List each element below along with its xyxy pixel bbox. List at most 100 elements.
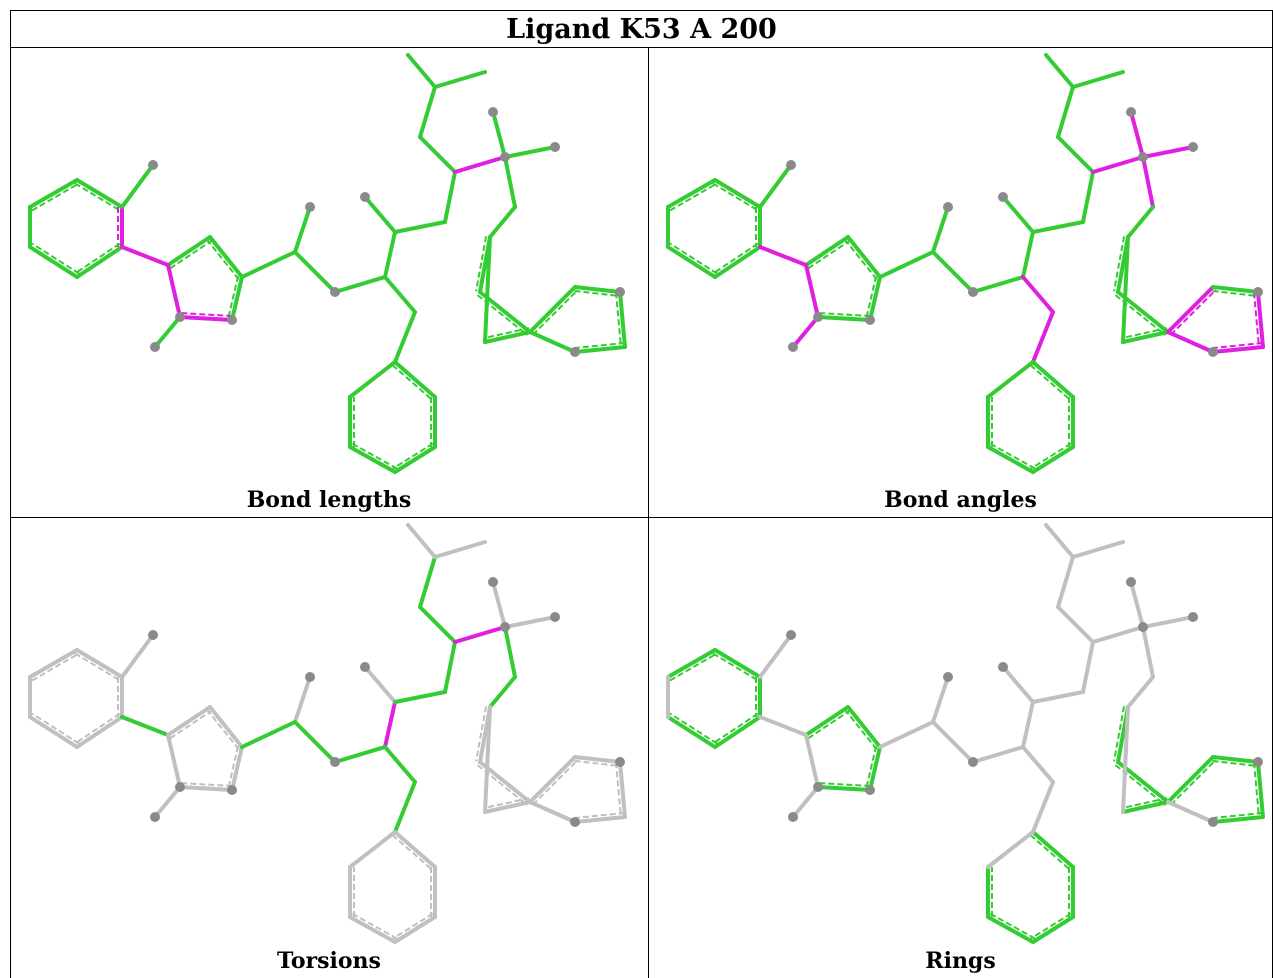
bond-30-32	[433, 540, 487, 559]
bond-14-15	[293, 205, 312, 254]
bond-30-31	[1044, 53, 1075, 89]
bond-41-42	[1256, 290, 1265, 349]
atom-10	[865, 785, 875, 795]
bond-aromatic-39-45	[1121, 327, 1168, 340]
bond-30-32	[433, 70, 487, 89]
bond-28-33	[1091, 155, 1145, 174]
bond-aromatic-42-43	[574, 342, 625, 350]
bond-10-11	[816, 315, 872, 322]
bond-37-45	[1121, 235, 1130, 344]
bond-17-18	[1021, 700, 1035, 749]
caption-rings: Rings	[925, 948, 996, 974]
bond-aromatic-39-40	[1170, 289, 1217, 336]
bond-33-36	[503, 625, 517, 679]
bond-11-12	[791, 315, 820, 349]
bond-4-5	[713, 715, 762, 749]
bond-28-29	[418, 605, 457, 644]
atom-12	[150, 812, 160, 822]
bond-aromatic-40-41	[1212, 289, 1258, 297]
molecule-torsions	[28, 523, 627, 944]
bond-aromatic-21-22	[391, 834, 434, 871]
bond-16-17	[333, 275, 387, 294]
bond-9-10	[230, 275, 244, 322]
bond-aromatic-8-9	[844, 708, 878, 751]
bond-17-20	[1021, 745, 1055, 784]
bond-2-3	[75, 178, 124, 209]
atom-34	[1126, 577, 1136, 587]
bond-29-30	[1056, 555, 1075, 609]
bond-33-34	[491, 580, 507, 629]
bond-aromatic-4-5	[74, 242, 121, 275]
bond-aromatic-24-25	[351, 912, 398, 940]
bond-8-9	[846, 235, 882, 279]
atom-13	[786, 160, 796, 170]
atom-43	[1208, 817, 1218, 827]
bond-aromatic-24-25	[351, 442, 398, 470]
bond-30-31	[406, 53, 437, 89]
bond-18-27	[393, 690, 447, 704]
bond-aromatic-5-6	[31, 242, 80, 275]
bond-20-21	[393, 310, 417, 364]
bond-39-43	[528, 800, 577, 824]
bond-aromatic-23-24	[392, 442, 434, 470]
bond-7-8	[166, 235, 212, 267]
bond-21-26	[348, 360, 397, 399]
atom-41	[1253, 757, 1263, 767]
atom-19	[360, 192, 370, 202]
bond-aromatic-24-25	[989, 912, 1036, 940]
bond-18-19	[363, 665, 397, 704]
bond-1-2	[666, 178, 717, 209]
bond-3-13	[758, 633, 793, 679]
bond-aromatic-41-42	[615, 762, 623, 818]
atom-43	[1208, 347, 1218, 357]
bond-aromatic-9-10	[227, 275, 240, 320]
atom-15	[305, 672, 315, 682]
bond-18-27	[1031, 220, 1085, 234]
bond-aromatic-42-43	[1212, 812, 1263, 820]
atom-19	[998, 662, 1008, 672]
bond-40-41	[1211, 285, 1260, 294]
atom-34	[488, 577, 498, 587]
bond-aromatic-39-45	[483, 797, 530, 810]
bond-10-11	[816, 785, 872, 792]
bond-41-42	[1256, 760, 1265, 819]
bond-aromatic-2-3	[74, 182, 121, 212]
bond-aromatic-40-41	[574, 289, 620, 297]
bond-21-22	[1031, 830, 1075, 869]
bond-33-36	[1141, 155, 1155, 209]
atom-19	[360, 662, 370, 672]
bond-20-21	[393, 780, 417, 834]
bond-27-28	[443, 640, 457, 694]
atom-16	[968, 287, 978, 297]
bond-aromatic-37-38	[475, 236, 488, 292]
bond-aromatic-39-40	[532, 289, 579, 336]
bond-30-31	[1044, 523, 1075, 559]
bond-23-24	[1031, 915, 1075, 944]
bond-3-13	[758, 163, 793, 209]
bond-28-29	[1056, 605, 1095, 644]
atom-16	[330, 287, 340, 297]
bond-4-7	[758, 715, 808, 737]
bond-aromatic-2-3	[74, 652, 121, 682]
bond-21-22	[393, 360, 437, 399]
bond-1-2	[666, 648, 717, 679]
molecule-bond-angles	[666, 53, 1265, 474]
bond-9-10	[868, 275, 882, 322]
bond-9-10	[230, 745, 244, 792]
bond-aromatic-9-10	[865, 275, 878, 320]
bond-aromatic-41-42	[1253, 762, 1261, 818]
bond-2-3	[713, 648, 762, 679]
bond-17-18	[383, 700, 397, 749]
bond-14-16	[931, 250, 975, 294]
bond-16-17	[333, 745, 387, 764]
bond-aromatic-21-22	[1029, 364, 1072, 401]
bond-aromatic-21-22	[391, 364, 434, 401]
bond-24-25	[986, 445, 1035, 474]
bond-aromatic-7-8	[169, 709, 213, 740]
bond-aromatic-1-2	[669, 182, 718, 212]
atom-13	[148, 630, 158, 640]
atom-15	[943, 672, 953, 682]
bond-3-13	[120, 633, 155, 679]
atom-15	[943, 202, 953, 212]
grid-line	[648, 47, 649, 978]
